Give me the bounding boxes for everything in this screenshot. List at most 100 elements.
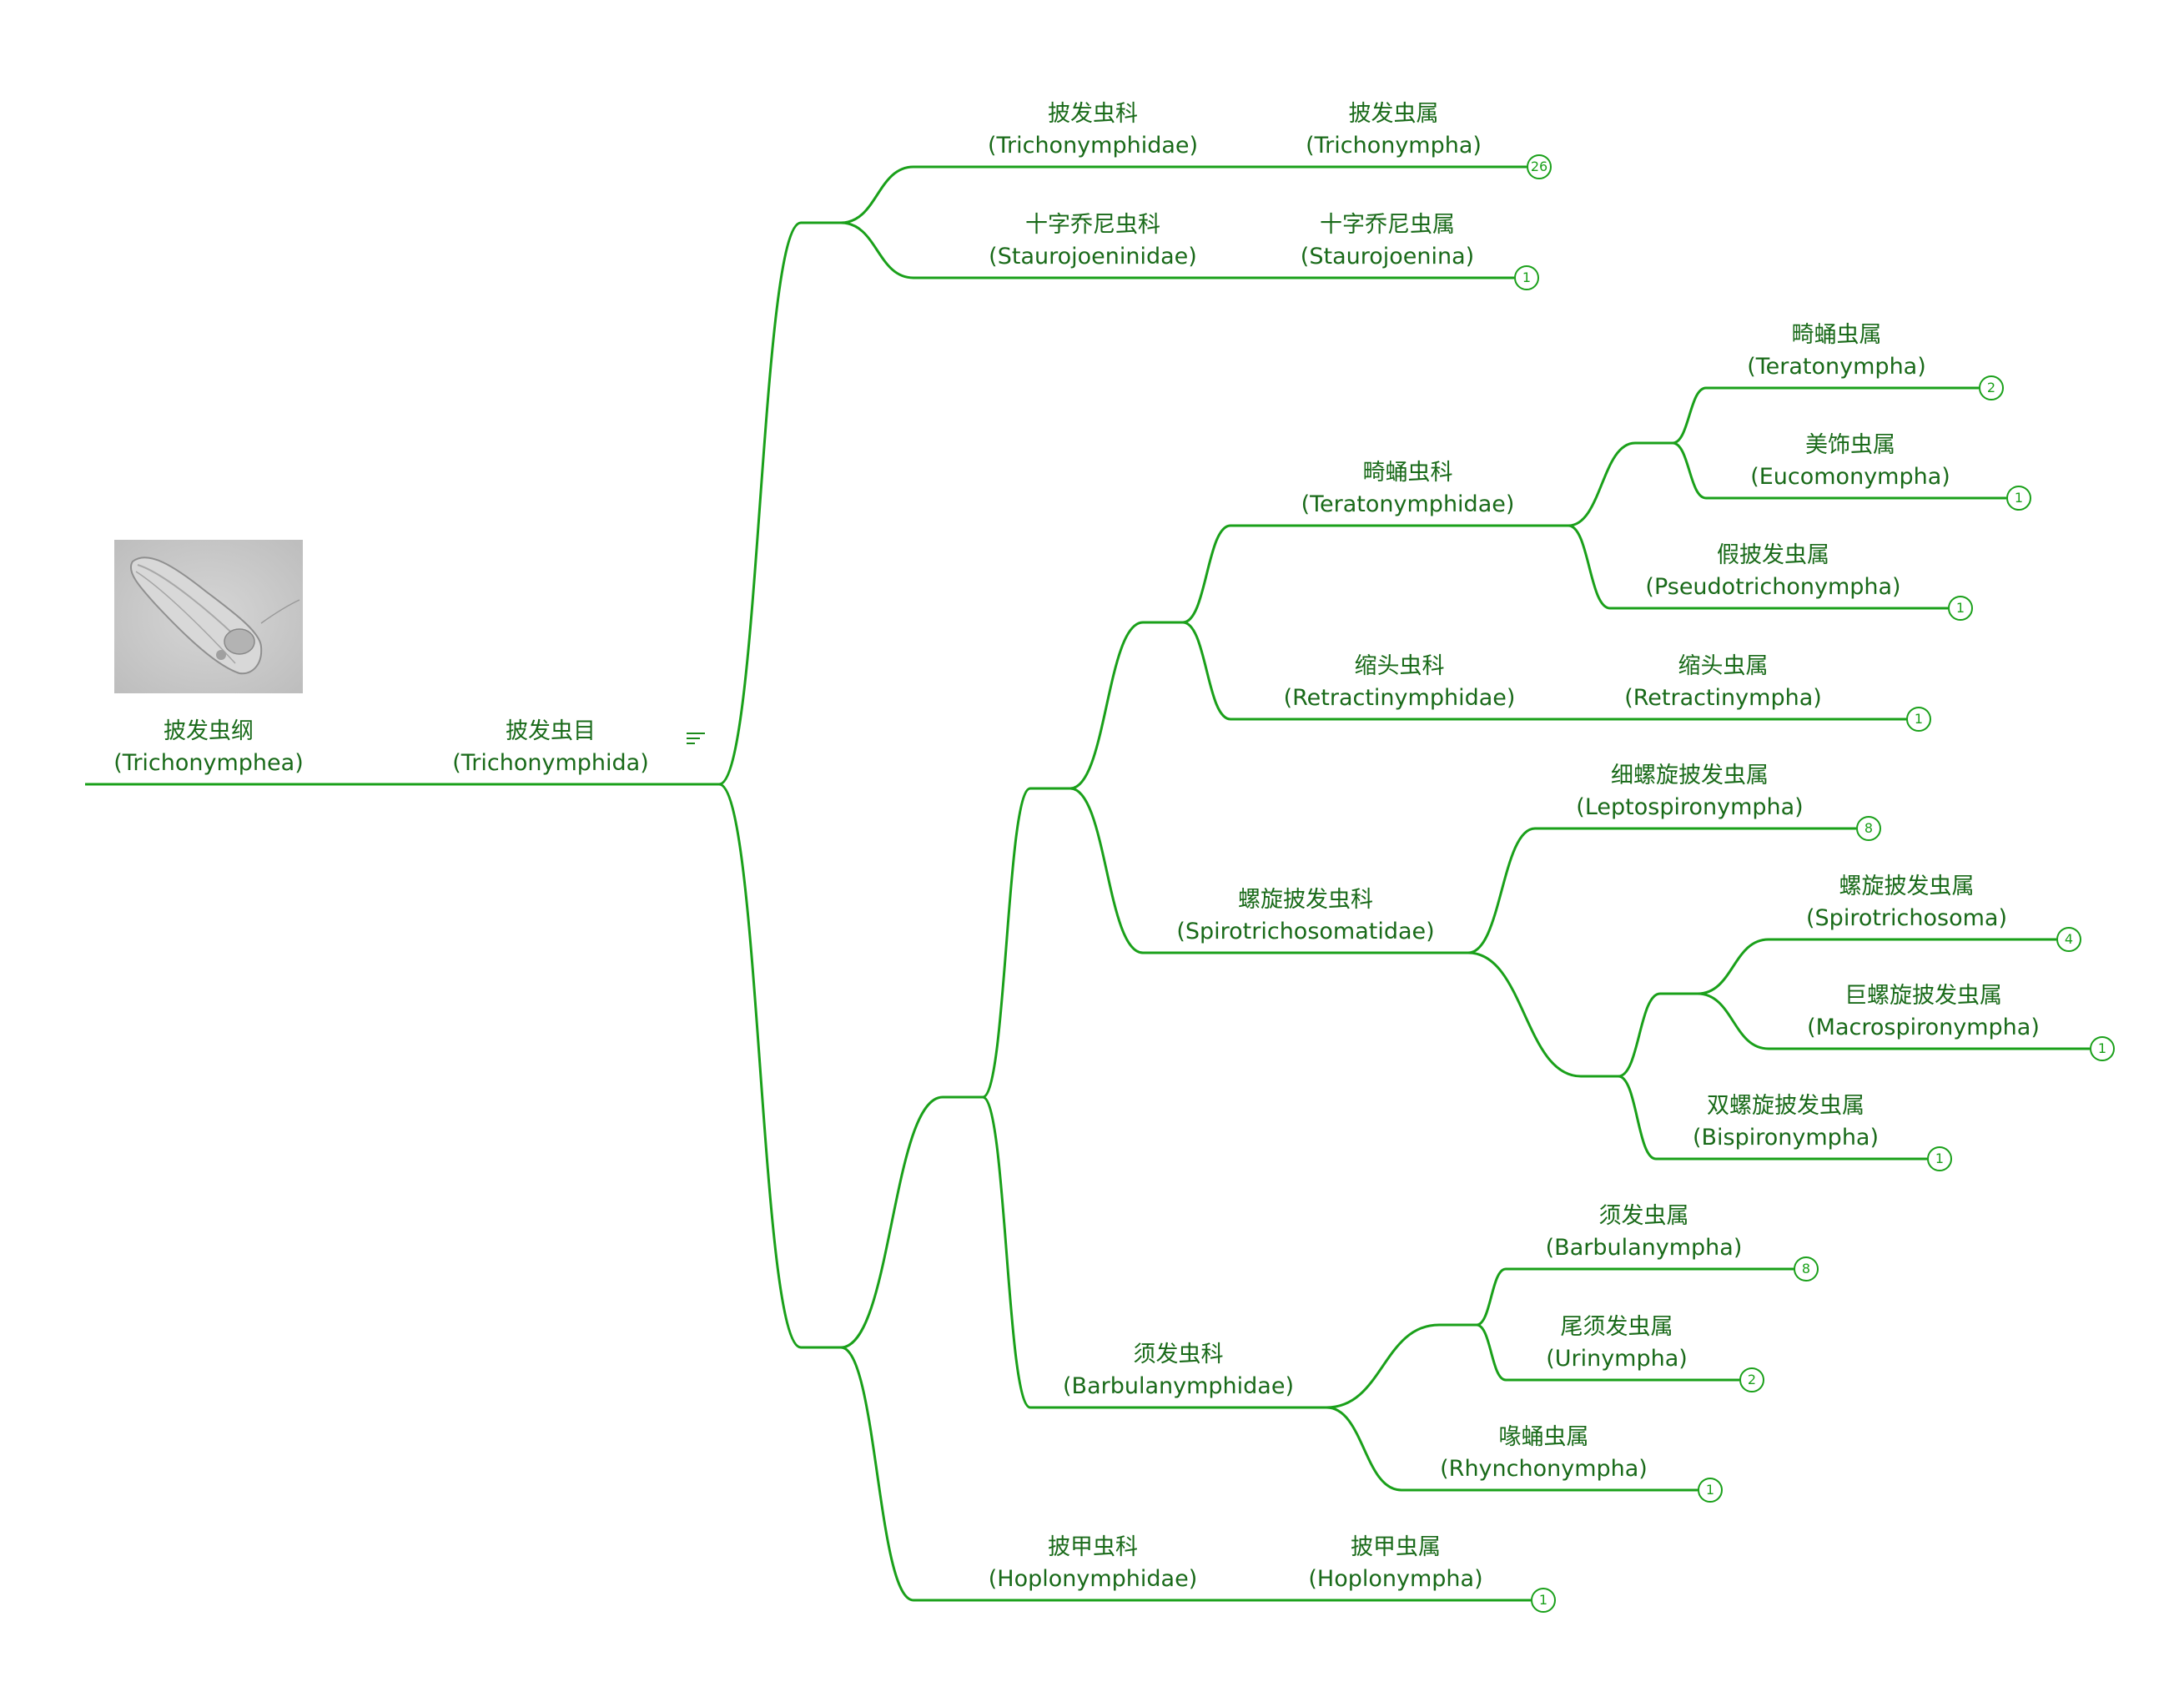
genus-node-spirotrichosoma[interactable]: 螺旋披发虫属(Spirotrichosoma) <box>1806 871 2007 934</box>
node-name: 披发虫属 <box>1348 101 1439 127</box>
genus-node-retractinympha[interactable]: 缩头虫属(Retractinympha) <box>1624 651 1822 714</box>
child-count-badge[interactable]: 8 <box>1856 816 1881 841</box>
connector-line <box>1618 992 1661 1078</box>
genus-node-barbulanympha[interactable]: 须发虫属 (Barbulanympha) <box>1546 1201 1743 1264</box>
node-latin: (Barbulanympha) <box>1545 1235 1743 1261</box>
connector-line <box>718 783 802 1349</box>
connector-line <box>1467 951 1582 1078</box>
family-node-hoplonymphidae[interactable]: 披甲虫科 (Hoplonymphidae) <box>989 1532 1198 1595</box>
node-latin: (Urinympha) <box>1546 1346 1688 1372</box>
connector-line <box>1069 787 1144 954</box>
child-count-badge[interactable]: 1 <box>1927 1146 1952 1171</box>
child-count-badge[interactable]: 1 <box>2090 1036 2115 1061</box>
child-count-badge[interactable]: 1 <box>1531 1588 1556 1613</box>
connector-line <box>840 165 914 224</box>
node-name: 假披发虫属 <box>1717 542 1829 568</box>
node-latin: (Hoplonympha) <box>1308 1566 1483 1592</box>
child-count-badge[interactable]: 4 <box>2056 927 2081 952</box>
connector-line <box>1182 621 1231 721</box>
child-count-badge[interactable]: 1 <box>1514 265 1539 290</box>
node-name: 十字乔尼虫属 <box>1319 212 1455 238</box>
genus-node-hoplonympha[interactable]: 披甲虫属(Hoplonympha) <box>1308 1532 1482 1595</box>
child-count-badge[interactable]: 2 <box>1739 1367 1764 1392</box>
root-name: 披发虫纲 <box>163 718 254 744</box>
node-latin: (Staurojoeninidae) <box>989 244 1197 269</box>
genus-node-leptospironympha[interactable]: 细螺旋披发虫属(Leptospironympha) <box>1576 760 1803 823</box>
connector-line <box>1697 992 1769 1050</box>
node-latin: (Barbulanymphidae) <box>1063 1373 1294 1399</box>
connector-line <box>982 1095 1031 1409</box>
node-name: 美饰虫属 <box>1805 432 1895 458</box>
node-name: 双螺旋披发虫属 <box>1706 1093 1864 1119</box>
node-latin: (Spirotrichosoma) <box>1806 905 2007 931</box>
family-node-teratonymphidae[interactable]: 畸蛹虫科 (Teratonymphidae) <box>1301 457 1515 521</box>
node-latin: (Hoplonymphidae) <box>988 1566 1198 1592</box>
genus-node-eucomonympha[interactable]: 美饰虫属 (Eucomonympha) <box>1750 430 1950 493</box>
family-node-trichonymphidae[interactable]: 披发虫科(Trichonymphidae) <box>988 98 1198 162</box>
node-name: 缩头虫科 <box>1354 653 1445 679</box>
node-name: 披甲虫科 <box>1048 1534 1138 1560</box>
child-count-badge[interactable]: 1 <box>2006 486 2031 511</box>
connector-line <box>1467 827 1536 954</box>
child-count-badge[interactable]: 2 <box>1979 375 2004 400</box>
connector-line <box>1326 1406 1402 1492</box>
connector-line <box>1476 1323 1507 1382</box>
node-latin: (Retractinymphidae) <box>1283 685 1516 711</box>
order-latin: (Trichonymphida) <box>452 750 649 776</box>
connector-line <box>840 1095 944 1349</box>
child-count-badge[interactable]: 1 <box>1698 1478 1723 1503</box>
node-name: 巨螺旋披发虫属 <box>1844 983 2002 1009</box>
connector-line <box>1672 441 1707 500</box>
connector-line <box>1568 441 1636 527</box>
family-node-staurojoeninidae[interactable]: 十字乔尼虫科 (Staurojoeninidae) <box>989 209 1197 273</box>
root-latin: (Trichonymphea) <box>113 750 304 776</box>
node-latin: (Staurojoenina) <box>1300 244 1475 269</box>
node-latin: (Teratonympha) <box>1747 354 1926 380</box>
family-node-retractinymphidae[interactable]: 缩头虫科 (Retractinymphidae) <box>1284 651 1516 714</box>
genus-node-urinympha[interactable]: 尾须发虫属 (Urinympha) <box>1546 1312 1688 1375</box>
order-name: 披发虫目 <box>506 718 596 744</box>
child-count-badge[interactable]: 26 <box>1527 154 1552 179</box>
node-name: 畸蛹虫科 <box>1362 460 1453 486</box>
connector-line <box>1182 524 1231 624</box>
node-name: 缩头虫属 <box>1678 653 1769 679</box>
connector-line <box>718 221 802 786</box>
node-name: 尾须发虫属 <box>1560 1314 1673 1340</box>
node-name: 十字乔尼虫科 <box>1024 212 1160 238</box>
family-node-spirotrichosomatidae[interactable]: 螺旋披发虫科 (Spirotrichosomatidae) <box>1176 884 1434 948</box>
root-node-trichonymphea[interactable]: 披发虫纲 (Trichonymphea) <box>113 716 303 779</box>
genus-node-staurojoenina[interactable]: 十字乔尼虫属 (Staurojoenina) <box>1301 209 1474 273</box>
connector-line <box>1476 1267 1507 1327</box>
node-latin: (Teratonymphidae) <box>1301 491 1515 517</box>
node-latin: (Spirotrichosomatidae) <box>1176 919 1435 944</box>
family-node-barbulanymphidae[interactable]: 须发虫科(Barbulanymphidae) <box>1063 1339 1294 1402</box>
node-latin: (Pseudotrichonympha) <box>1645 574 1901 600</box>
node-latin: (Trichonympha) <box>1306 133 1482 159</box>
note-icon[interactable] <box>687 733 705 748</box>
genus-node-teratonympha[interactable]: 畸蛹虫属(Teratonympha) <box>1747 320 1926 383</box>
node-name: 喙蛹虫属 <box>1498 1424 1589 1450</box>
child-count-badge[interactable]: 1 <box>1906 707 1931 732</box>
node-name: 须发虫属 <box>1598 1203 1689 1229</box>
connector-line <box>982 787 1031 1099</box>
connector-line <box>840 1346 914 1602</box>
genus-node-pseudotrichonympha[interactable]: 假披发虫属 (Pseudotrichonympha) <box>1645 540 1900 603</box>
genus-node-rhynchonympha[interactable]: 喙蛹虫属(Rhynchonympha) <box>1440 1422 1648 1485</box>
connector-line <box>1568 524 1611 610</box>
connector-line <box>1618 1075 1657 1161</box>
node-name: 螺旋披发虫科 <box>1237 887 1373 913</box>
genus-node-bispironympha[interactable]: 双螺旋披发虫属(Bispironympha) <box>1693 1090 1879 1154</box>
node-name: 披发虫科 <box>1048 101 1138 127</box>
order-node-trichonymphida[interactable]: 披发虫目 (Trichonymphida) <box>452 716 649 779</box>
child-count-badge[interactable]: 1 <box>1948 596 1973 621</box>
connector-line <box>1697 938 1769 995</box>
genus-node-macrospironympha[interactable]: 巨螺旋披发虫属 (Macrospironympha) <box>1807 980 2040 1044</box>
child-count-badge[interactable]: 8 <box>1794 1256 1819 1282</box>
genus-node-trichonympha[interactable]: 披发虫属 (Trichonympha) <box>1306 98 1482 162</box>
node-latin: (Macrospironympha) <box>1807 1015 2040 1040</box>
microscopy-image[interactable] <box>114 540 303 693</box>
node-latin: (Eucomonympha) <box>1750 464 1950 490</box>
connector-line <box>840 221 914 279</box>
